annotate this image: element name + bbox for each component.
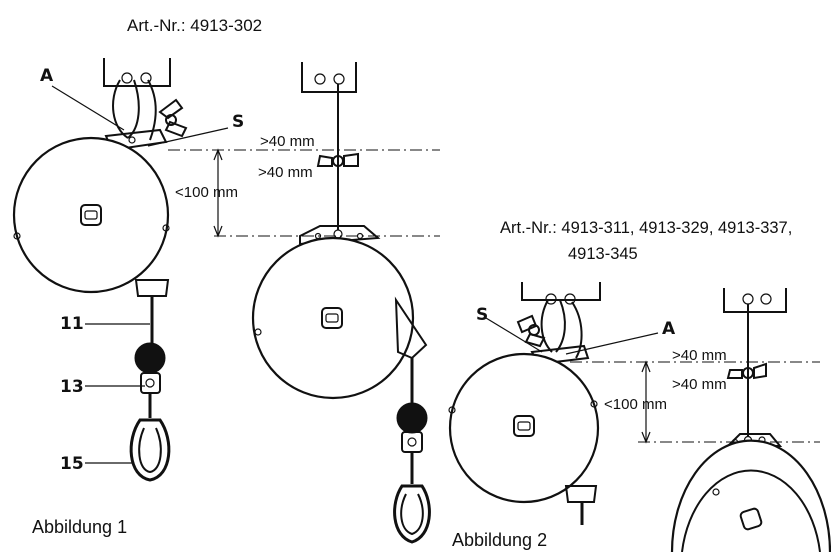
- fig2-label-A: A: [662, 319, 676, 339]
- bracket-hole: [140, 72, 152, 84]
- figure1-dimensions: >40 mm >40 mm <100 mm: [168, 133, 440, 238]
- figure1-caption: Abbildung 1: [32, 517, 127, 537]
- leader-A: [51, 85, 125, 131]
- ceiling-bracket: [301, 62, 357, 93]
- wing-nut-icon: [516, 314, 546, 348]
- figure2-art-nr-line1: Art.-Nr.: 4913-311, 4913-329, 4913-337,: [500, 219, 792, 237]
- figure1-balancer-left: A S 11 13 15: [12, 58, 244, 482]
- label-S: S: [232, 112, 244, 132]
- cable-outlet: [134, 279, 170, 297]
- figure1-balancer-right: [251, 62, 431, 544]
- label-A: A: [40, 66, 54, 86]
- wing-nut-icon: [726, 362, 767, 380]
- drum-housing: [448, 352, 600, 504]
- clamp: [401, 431, 423, 453]
- fig2-dim-total: <100 mm: [604, 396, 667, 413]
- carabiner-hook-icon: [129, 418, 171, 482]
- leader-S: [147, 127, 229, 147]
- fig2-label-S: S: [476, 305, 488, 325]
- part-15: 15: [60, 454, 84, 474]
- safety-link: [112, 79, 129, 139]
- stop-ball: [396, 402, 428, 434]
- figure2-art-nr-line2: 4913-345: [568, 245, 638, 263]
- wing-nut-icon: [316, 152, 359, 167]
- ceiling-bracket: [521, 282, 601, 301]
- part-11: 11: [60, 314, 84, 334]
- part-13: 13: [60, 377, 84, 397]
- safety-link: [147, 79, 157, 141]
- safety-link: [127, 79, 140, 139]
- ceiling-bracket: [103, 58, 171, 87]
- figure1-art-nr: Art.-Nr.: 4913-302: [127, 16, 262, 35]
- clamp: [140, 372, 161, 394]
- figure2-balancer-right: [670, 288, 831, 552]
- stop-ball: [134, 342, 166, 374]
- fig1-dim-top: >40 mm: [260, 133, 315, 150]
- drum-housing: [12, 136, 170, 294]
- fig2-dim-mid: >40 mm: [672, 376, 727, 393]
- carabiner-hook-icon: [393, 484, 431, 544]
- wing-nut-icon: [158, 98, 188, 138]
- fig1-dim-total: <100 mm: [175, 184, 238, 201]
- fig1-dim-mid: >40 mm: [258, 164, 313, 181]
- bracket-hole: [121, 72, 133, 84]
- ceiling-bracket: [723, 288, 787, 313]
- drum-housing: [670, 439, 831, 552]
- fig2-dim-top: >40 mm: [672, 347, 727, 364]
- drum-hub: [80, 204, 102, 226]
- figure2-dimensions: >40 mm >40 mm <100 mm: [570, 347, 820, 444]
- figure2-balancer-left: S A: [448, 282, 676, 525]
- drum-housing: [251, 236, 415, 400]
- figure2-caption: Abbildung 2: [452, 530, 547, 550]
